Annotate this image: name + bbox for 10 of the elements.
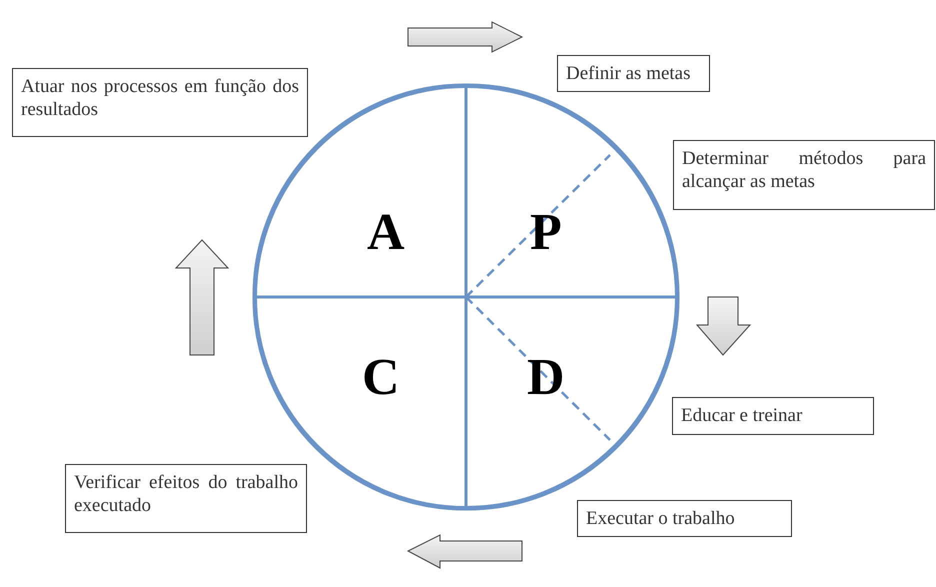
phase-letter: D [527,352,565,404]
phase-letter: P [530,207,562,259]
step-text: Educar e treinar [672,397,874,435]
step-text: Verificar efeitos do trabalho executado [65,464,307,533]
step-text: Executar o trabalho [577,500,792,537]
step-text: Determinar métodos para alcançar as metas [673,140,935,210]
phase-letter: A [367,207,405,259]
step-text: Atuar nos processos em função dos resultados [12,68,308,137]
phase-letter: C [362,352,400,404]
step-text: Definir as metas [557,55,710,92]
